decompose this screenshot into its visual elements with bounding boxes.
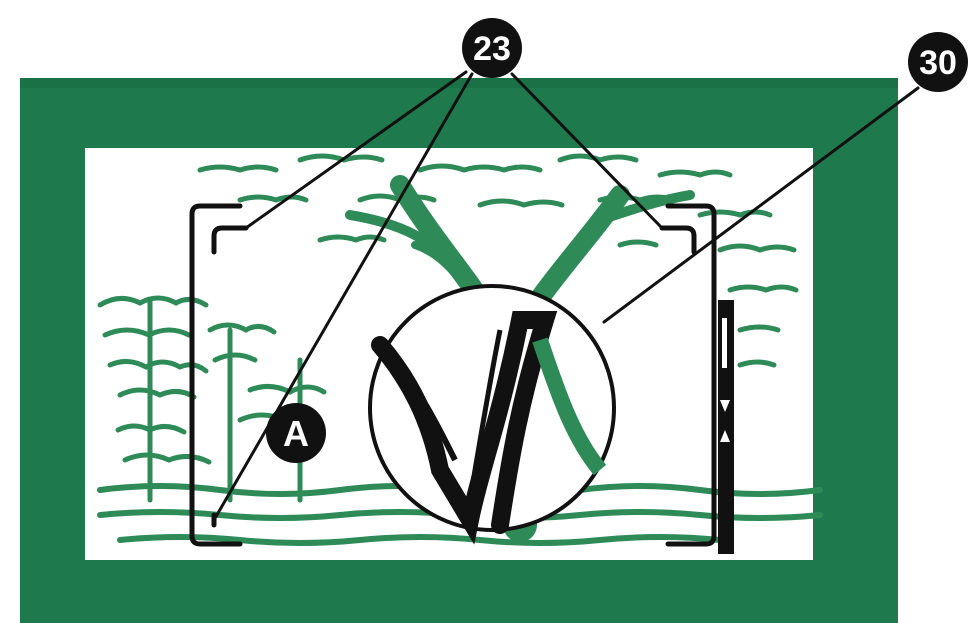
callout-a-label: A — [283, 413, 309, 454]
viewfinder-scale — [718, 300, 734, 554]
callout-23: 23 — [462, 18, 522, 78]
callout-30: 30 — [908, 32, 968, 92]
callout-23-label: 23 — [473, 30, 511, 68]
callout-30-label: 30 — [919, 44, 957, 82]
callout-a: A — [266, 403, 326, 463]
focus-circle — [370, 286, 614, 530]
green-frame-texture — [20, 78, 898, 88]
